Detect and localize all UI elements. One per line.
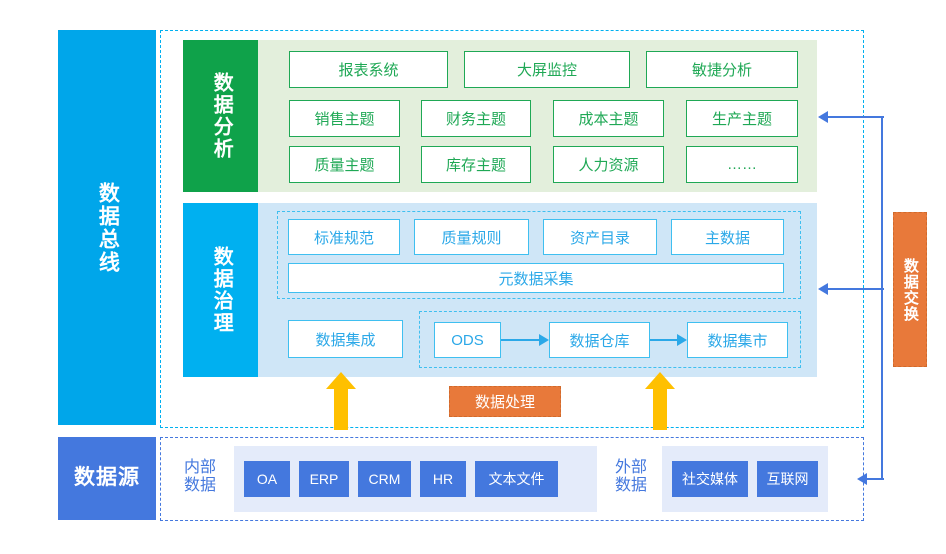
external-data-tray: 社交媒体 互联网: [662, 446, 828, 512]
source-chip-oa[interactable]: OA: [244, 461, 290, 497]
data-bus-label: 数据总线: [96, 181, 120, 274]
exchange-connector-spine: [881, 117, 883, 480]
source-chip-internet[interactable]: 互联网: [757, 461, 818, 497]
governance-item-label: 数据集成: [315, 331, 376, 349]
source-chip-erp[interactable]: ERP: [299, 461, 349, 497]
data-processing-label: 数据处理: [474, 394, 535, 411]
pipeline-node-data-mart[interactable]: 数据集市: [687, 322, 788, 358]
governance-item-label: 标准规范: [313, 229, 374, 247]
governance-item-metadata-collection[interactable]: 元数据采集: [288, 263, 784, 293]
platform-container: [160, 30, 864, 428]
analysis-item-agile-analysis[interactable]: 敏捷分析: [646, 51, 798, 88]
analysis-bar: 数据分析: [183, 40, 258, 192]
external-data-label-line2: 数据: [614, 477, 647, 495]
data-exchange-bar: 数据交换: [893, 212, 927, 367]
analysis-item-label: 成本主题: [578, 111, 639, 128]
governance-item-data-integration[interactable]: 数据集成: [288, 320, 403, 358]
external-data-group-label: 外部 数据: [603, 459, 659, 496]
source-chip-hr[interactable]: HR: [420, 461, 466, 497]
analysis-item-bigscreen-monitor[interactable]: 大屏监控: [464, 51, 630, 88]
data-source-bar: 数据源: [58, 437, 156, 520]
analysis-item-report-system[interactable]: 报表系统: [289, 51, 448, 88]
analysis-item-inventory-topic[interactable]: 库存主题: [421, 146, 531, 183]
internal-data-label-line2: 数据: [183, 477, 216, 495]
governance-bar: 数据治理: [183, 203, 258, 377]
analysis-item-label: 生产主题: [711, 111, 772, 128]
governance-bar-label: 数据治理: [210, 246, 233, 334]
governance-item-label: 质量规则: [441, 229, 502, 247]
governance-item-label: 主数据: [704, 229, 750, 247]
analysis-item-label: 敏捷分析: [691, 62, 752, 79]
analysis-item-label: 质量主题: [314, 157, 375, 174]
source-chip-label: ERP: [309, 471, 339, 487]
source-chip-label: OA: [256, 471, 278, 487]
source-chip-label: 互联网: [766, 471, 809, 487]
source-chip-label: CRM: [368, 471, 401, 487]
analysis-item-production-topic[interactable]: 生产主题: [686, 100, 798, 137]
internal-data-tray: OA ERP CRM HR 文本文件: [234, 446, 597, 512]
analysis-bar-label: 数据分析: [210, 72, 233, 160]
analysis-item-cost-topic[interactable]: 成本主题: [553, 100, 664, 137]
pipeline-node-label: 数据仓库: [569, 332, 630, 350]
upward-flow-arrow-left: [326, 372, 356, 430]
pipeline-node-label: ODS: [451, 331, 484, 349]
pipeline-node-ods[interactable]: ODS: [434, 322, 501, 358]
analysis-item-label: 销售主题: [314, 111, 375, 128]
source-chip-label: HR: [432, 471, 454, 487]
source-chip-label: 社交媒体: [682, 471, 738, 487]
governance-standards-group: [277, 211, 801, 299]
source-chip-crm[interactable]: CRM: [358, 461, 411, 497]
upward-flow-arrow-right: [645, 372, 675, 430]
internal-data-group-label: 内部 数据: [172, 459, 228, 496]
external-data-label-line1: 外部: [614, 459, 647, 476]
analysis-item-label: 人力资源: [578, 157, 639, 174]
data-exchange-label: 数据交换: [901, 257, 919, 322]
pipeline-arrow-warehouse-to-mart: [650, 331, 689, 349]
data-processing-chip: 数据处理: [449, 386, 561, 417]
analysis-item-finance-topic[interactable]: 财务主题: [421, 100, 531, 137]
pipeline-arrow-ods-to-warehouse: [501, 331, 551, 349]
exchange-arrow-to-datasource: [857, 471, 884, 488]
analysis-item-human-resources[interactable]: 人力资源: [553, 146, 664, 183]
governance-item-quality-rules[interactable]: 质量规则: [414, 219, 529, 255]
source-chip-label: 文本文件: [488, 471, 545, 487]
source-chip-text-file[interactable]: 文本文件: [475, 461, 558, 497]
exchange-arrow-to-governance: [818, 281, 884, 298]
analysis-item-quality-topic[interactable]: 质量主题: [289, 146, 400, 183]
analysis-item-more[interactable]: ……: [686, 146, 798, 183]
analysis-item-label: ……: [727, 156, 757, 173]
governance-item-asset-catalog[interactable]: 资产目录: [543, 219, 657, 255]
pipeline-node-label: 数据集市: [707, 332, 768, 350]
governance-item-label: 元数据采集: [498, 270, 574, 288]
analysis-item-label: 库存主题: [445, 157, 506, 174]
pipeline-node-data-warehouse[interactable]: 数据仓库: [549, 322, 650, 358]
exchange-arrow-to-analysis: [818, 109, 884, 126]
governance-item-standards[interactable]: 标准规范: [288, 219, 400, 255]
governance-item-label: 资产目录: [569, 229, 630, 247]
data-bus-bar: 数据总线: [58, 30, 156, 425]
source-chip-social-media[interactable]: 社交媒体: [672, 461, 748, 497]
analysis-item-label: 财务主题: [445, 111, 506, 128]
warehouse-pipeline-group: [419, 311, 801, 368]
data-source-label: 数据源: [74, 466, 140, 490]
governance-item-master-data[interactable]: 主数据: [671, 219, 784, 255]
analysis-item-label: 大屏监控: [516, 62, 577, 79]
analysis-item-label: 报表系统: [338, 62, 399, 79]
analysis-item-sales-topic[interactable]: 销售主题: [289, 100, 400, 137]
internal-data-label-line1: 内部: [183, 459, 216, 476]
